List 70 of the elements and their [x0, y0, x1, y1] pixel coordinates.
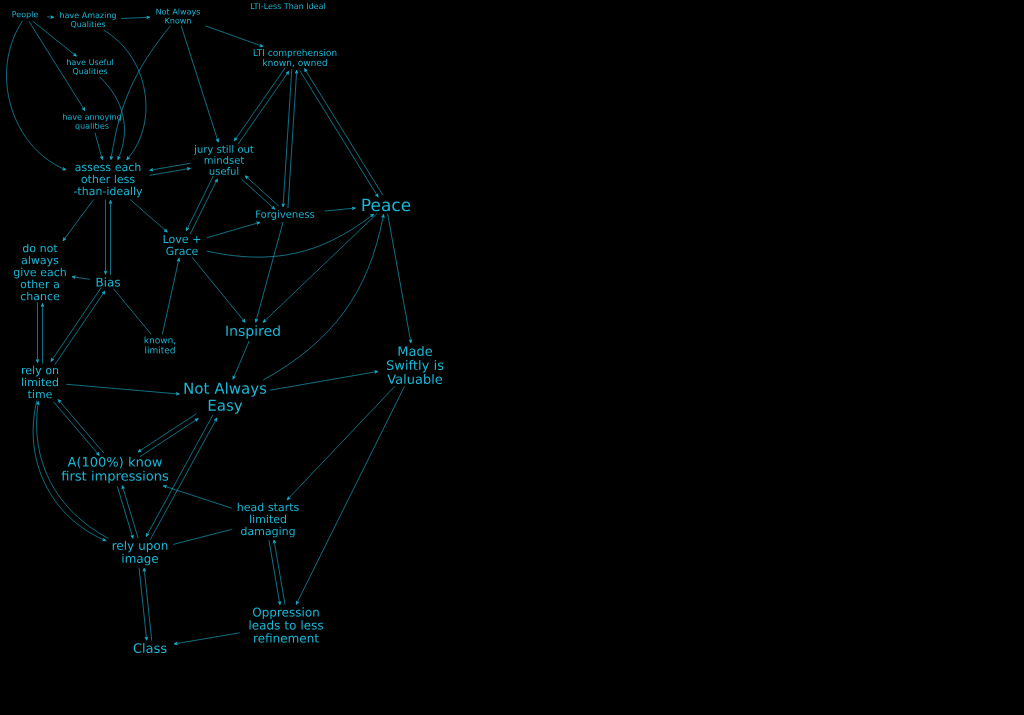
arrow: [6, 20, 67, 171]
arrow: [65, 383, 180, 396]
arrow: [286, 385, 396, 501]
handwritten-node-text: Bias: [96, 277, 120, 287]
arrow: [94, 132, 104, 160]
handwritten-node-text: rely on limited time: [22, 365, 59, 399]
handwritten-node-text: LTI comprehension known, owned: [253, 49, 337, 67]
arrow: [28, 20, 86, 112]
arrow: [40, 302, 45, 364]
handwritten-node-text: jury still out mindset useful: [194, 145, 254, 175]
handwritten-node-text: have Amazing Qualities: [60, 11, 116, 29]
handwritten-node-text: Love + Grace: [163, 234, 201, 256]
arrow: [272, 539, 286, 606]
handwritten-node-text: Forgiveness: [256, 210, 315, 220]
arrow: [191, 257, 246, 323]
arrow: [324, 206, 356, 212]
note-text: LTI-Less Than Ideal: [251, 2, 326, 10]
arrow: [206, 213, 374, 258]
handwritten-node-text: Oppression leads to less refinement: [249, 607, 323, 643]
arrow: [120, 15, 151, 19]
arrow: [62, 199, 94, 242]
arrow: [142, 567, 153, 641]
arrow: [190, 178, 218, 235]
arrow: [281, 68, 293, 208]
handwritten-node-text: Class: [133, 642, 167, 654]
arrow: [232, 340, 250, 380]
handwritten-node-text: Not Always Known: [156, 8, 200, 24]
arrow: [262, 213, 378, 323]
arrow: [262, 214, 385, 381]
arrow: [206, 221, 261, 239]
arrow: [35, 302, 40, 364]
arrow: [71, 275, 91, 280]
handwritten-node-text: have annoying qualities: [63, 113, 121, 131]
handwritten-node-text: have Useful Qualities: [67, 58, 113, 76]
arrow: [185, 175, 214, 232]
handwritten-node-text: Inspired: [226, 325, 280, 339]
arrow: [268, 539, 282, 606]
handwritten-node-text: known, limited: [144, 336, 176, 354]
arrow: [149, 167, 191, 176]
arrow: [254, 221, 284, 323]
arrow: [109, 25, 171, 160]
handwritten-node-text: do not always give each other a chance: [13, 243, 66, 301]
arrow: [103, 29, 147, 161]
arrow: [162, 485, 233, 509]
arrow: [117, 485, 134, 539]
arrow: [162, 257, 180, 335]
arrow: [295, 385, 405, 605]
arrow: [46, 15, 55, 19]
handwritten-node-text: rely upon image: [112, 540, 168, 566]
arrow: [204, 25, 264, 47]
arrow: [108, 200, 113, 276]
arrow: [387, 213, 413, 344]
arrow: [180, 25, 219, 143]
handwritten-node-text: Not Always Easy: [184, 382, 267, 414]
arrow: [32, 20, 77, 57]
handwritten-node-text: People: [12, 11, 38, 19]
arrow: [287, 69, 299, 209]
arrow: [269, 370, 379, 391]
handwritten-node-text: head starts limited damaging: [237, 502, 299, 538]
handwritten-node-text: Peace: [362, 198, 411, 212]
handwritten-node-text: assess each other less -than-ideally: [74, 162, 143, 198]
arrow: [99, 76, 125, 161]
arrow: [103, 199, 108, 275]
arrow: [173, 632, 241, 645]
handwritten-node-text: Made Swiftly is Valuable: [386, 345, 444, 385]
arrow: [121, 485, 139, 539]
handwritten-node-text: A(100%) know first impressions: [61, 456, 169, 484]
arrow: [129, 199, 168, 233]
arrow: [138, 567, 148, 641]
arrow: [149, 162, 191, 172]
